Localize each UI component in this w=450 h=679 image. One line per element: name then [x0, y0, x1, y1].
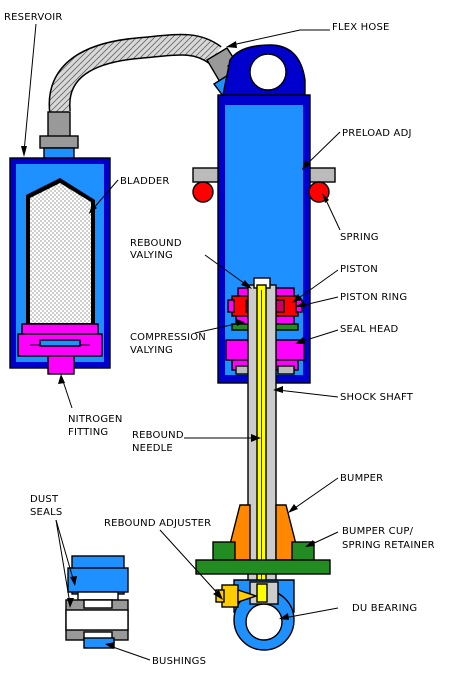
dust-seal-cap — [67, 555, 129, 601]
label-compression-valving-2: VALYING — [130, 345, 173, 356]
label-rebound-valving-2: VALYING — [130, 250, 173, 261]
rebound-needle — [256, 284, 267, 601]
nitrogen-fitting — [47, 355, 75, 375]
preload-adjuster — [192, 167, 336, 183]
label-dust-seals-2: SEALS — [30, 507, 62, 518]
label-piston-ring: PISTON RING — [340, 292, 407, 303]
label-du-bearing: DU BEARING — [352, 603, 417, 614]
reservoir-fitting — [39, 111, 79, 159]
label-compression-valving-1: COMPRESSION — [130, 332, 206, 343]
label-bumper-cup-2: SPRING RETAINER — [342, 540, 435, 551]
bushing-housing — [65, 599, 129, 641]
leader-lines — [21, 23, 341, 661]
bottom-eyelet — [233, 579, 295, 651]
label-bumper-cup-1: BUMPER CUP/ — [342, 526, 414, 537]
label-rebound-valving-1: REBOUND — [130, 238, 182, 249]
label-nitrogen-fitting-1: NITROGEN — [68, 414, 123, 425]
label-rebound-needle-1: REBOUND — [132, 430, 184, 441]
label-nitrogen-fitting-2: FITTING — [68, 427, 108, 438]
label-bladder: BLADDER — [120, 176, 170, 187]
label-seal-head: SEAL HEAD — [340, 324, 399, 335]
label-dust-seals-1: DUST — [30, 494, 59, 505]
label-bumper: BUMPER — [340, 473, 383, 484]
reservoir-floating-piston — [17, 323, 103, 357]
label-preload-adj: PRELOAD ADJ — [342, 128, 412, 139]
flex-hose — [48, 33, 222, 114]
label-bushings: BUSHINGS — [152, 656, 206, 667]
label-rebound-adjuster: REBOUND ADJUSTER — [104, 518, 211, 529]
label-spring: SPRING — [340, 232, 379, 243]
label-piston: PISTON — [340, 264, 378, 275]
label-flex-hose: FLEX HOSE — [332, 22, 390, 33]
top-eyelet — [221, 44, 306, 101]
label-rebound-needle-2: NEEDLE — [132, 443, 173, 454]
labels: RESERVOIR FLEX HOSE PRELOAD ADJ BLADDER … — [4, 12, 435, 667]
label-reservoir: RESERVOIR — [4, 12, 63, 23]
label-shock-shaft: SHOCK SHAFT — [340, 392, 414, 403]
bladder — [26, 178, 95, 325]
